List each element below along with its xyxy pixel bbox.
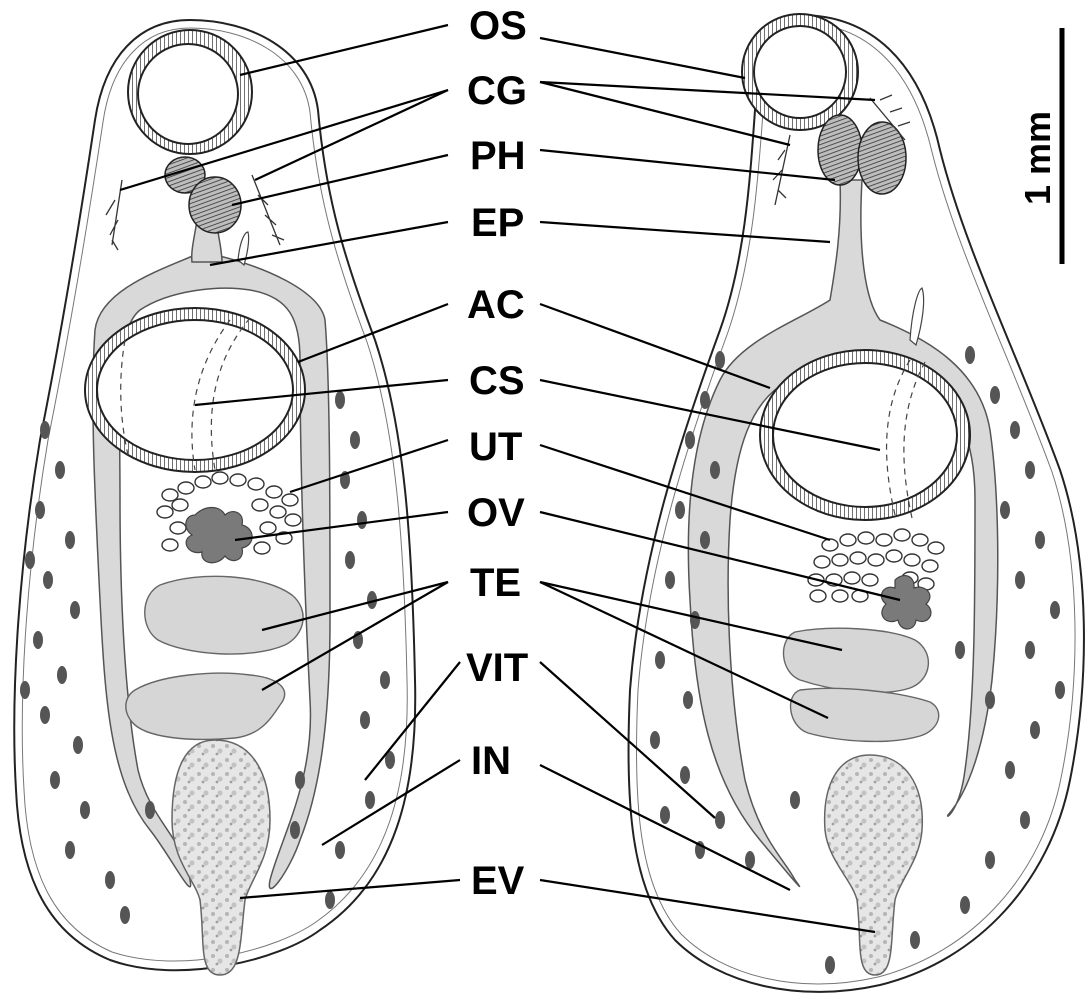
label-cs: CS [469, 359, 525, 403]
left-specimen [14, 20, 415, 975]
right-specimen [628, 14, 1084, 992]
label-cg: CG [467, 69, 527, 113]
left-acetabulum-lumen [97, 320, 293, 460]
label-ep: EP [471, 201, 524, 245]
label-ev: EV [471, 859, 525, 903]
right-pharynx-a [818, 115, 862, 185]
label-os: OS [469, 4, 527, 48]
right-oral-sucker-lumen [754, 26, 846, 118]
label-ac: AC [467, 283, 525, 327]
left-oral-sucker-lumen [138, 44, 238, 144]
scale-bar: 1 mm [1017, 28, 1062, 264]
label-ph: PH [470, 134, 526, 178]
label-vit: VIT [466, 646, 528, 690]
label-ov: OV [467, 491, 525, 535]
label-ut: UT [469, 425, 522, 469]
right-acetabulum-lumen [773, 363, 957, 507]
scale-bar-label: 1 mm [1017, 111, 1058, 205]
left-anterior-testis [145, 576, 303, 654]
label-in: IN [471, 739, 511, 783]
label-te: TE [470, 561, 521, 605]
labels: OS CG PH EP AC CS UT OV TE VIT IN EV [466, 4, 528, 903]
